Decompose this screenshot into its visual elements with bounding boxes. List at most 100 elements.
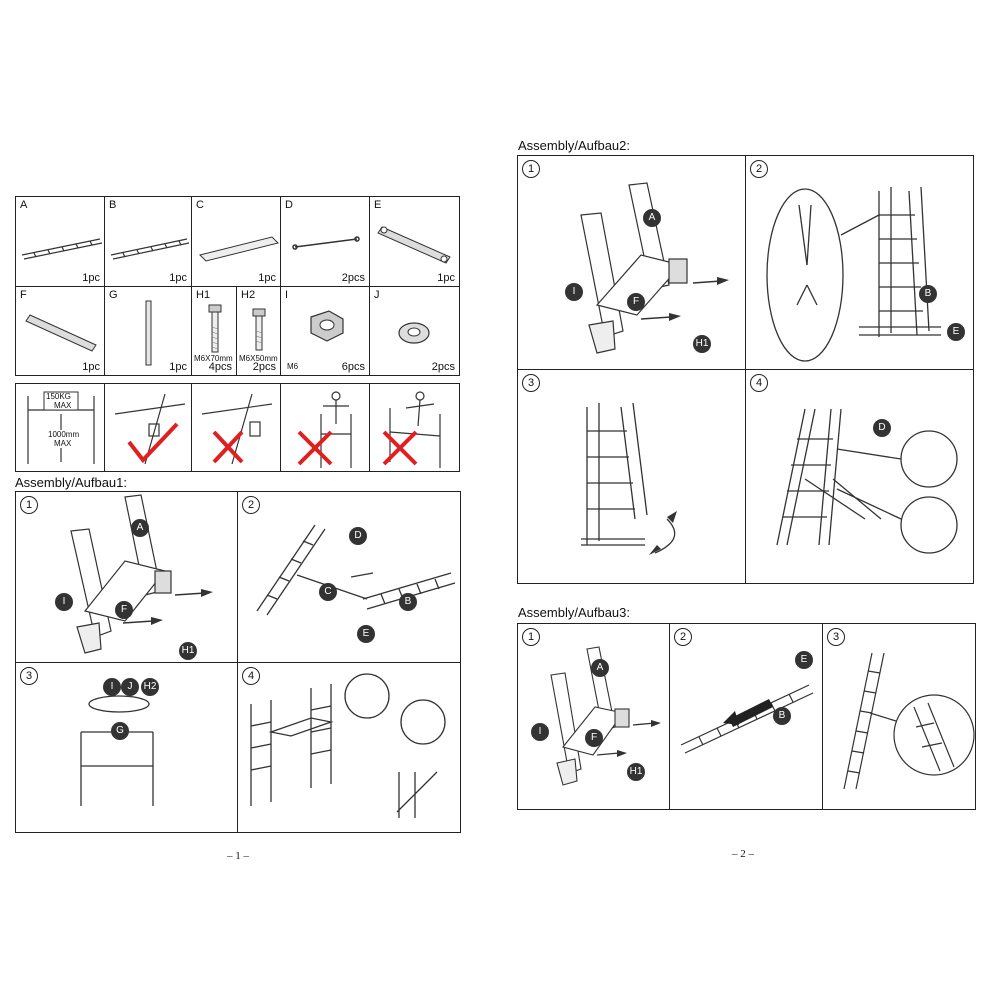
part-qty: 1pc [169, 361, 187, 373]
scaffold-diagram [250, 673, 446, 818]
step-number: 4 [750, 374, 768, 392]
part-callout: D [349, 527, 367, 545]
washer-icon [398, 322, 430, 344]
divider [15, 662, 461, 663]
assembly2-step3: 3 [517, 369, 745, 584]
part-cell-e: E 1pc [369, 196, 460, 287]
part-callout: D [873, 419, 891, 437]
hinge-assembly-diagram [70, 494, 213, 654]
part-callout: I [531, 723, 549, 741]
part-callout: A [591, 659, 609, 677]
warning-no-standing [280, 383, 370, 472]
brace-install-diagram [776, 408, 958, 554]
part-qty: 2pcs [341, 272, 365, 284]
cross-mark-icon [201, 393, 273, 465]
part-cell-j: J 2pcs [369, 286, 460, 376]
part-qty: 2pcs [252, 361, 276, 373]
assembly2-step4: 4 D [745, 369, 974, 584]
part-callout: C [319, 583, 337, 601]
assembly3-step3: 3 [822, 623, 976, 810]
part-letter: G [109, 289, 118, 301]
part-letter: D [285, 199, 293, 211]
stabilizer-bar-icon [377, 226, 451, 264]
part-callout: B [773, 707, 791, 725]
part-letter: B [109, 199, 117, 211]
part-callout: G [111, 722, 129, 740]
part-cell-a: A 1pc [15, 196, 105, 287]
part-callout: I [103, 678, 121, 696]
platform-board-icon [199, 236, 279, 262]
assembly1-step4: 4 [237, 662, 461, 833]
step-number: 3 [522, 374, 540, 392]
step-number: 1 [20, 496, 38, 514]
part-callout: A [131, 519, 149, 537]
divider [517, 369, 974, 370]
vertical-rod-icon [145, 300, 152, 366]
part-letter: H2 [241, 289, 256, 301]
part-letter: C [196, 199, 204, 211]
ladder-extend-diagram [680, 684, 814, 754]
part-cell-c: C 1pc [191, 196, 281, 287]
assembly2-title: Assembly/Aufbau2: [518, 138, 631, 153]
part-size: M6X70mm [194, 354, 233, 363]
assembly2-step2: 2 B E [745, 155, 974, 369]
part-callout: F [115, 601, 133, 619]
part-cell-h1: H1 M6X70mm 4pcs [191, 286, 237, 376]
brace-rod-icon [292, 236, 360, 250]
part-callout: I [565, 283, 583, 301]
part-callout: I [55, 593, 73, 611]
step-number: 2 [674, 628, 692, 646]
straight-ladder-diagram [843, 652, 975, 790]
step-number: 3 [20, 667, 38, 685]
step-number: 2 [242, 496, 260, 514]
divider [822, 623, 823, 810]
part-callout: H2 [141, 678, 159, 696]
divider [669, 623, 670, 810]
part-callout: E [947, 323, 965, 341]
height-label: 1000mm [48, 430, 80, 439]
part-letter: I [285, 289, 289, 301]
load-max-label: MAX [54, 401, 72, 410]
cross-mark-icon [297, 391, 352, 468]
part-cell-i: I M6 6pcs [280, 286, 370, 376]
assembly1-step1: 1 A I F H1 [15, 491, 237, 662]
step-number: 1 [522, 160, 540, 178]
part-callout: F [627, 293, 645, 311]
part-callout: H1 [627, 763, 645, 781]
part-qty: 2pcs [431, 361, 455, 373]
part-qty: 1pc [82, 272, 100, 284]
warning-load-height: 150KG MAX 1000mm MAX [15, 383, 105, 472]
ladder-section-icon [110, 238, 190, 260]
bolt-icon [252, 308, 266, 351]
part-callout: A [643, 209, 661, 227]
step-number: 3 [827, 628, 845, 646]
step-number: 1 [522, 628, 540, 646]
step-number: 2 [750, 160, 768, 178]
ladder-unfold-diagram [581, 402, 677, 555]
ladder-fold-diagram [256, 524, 456, 616]
assembly1-title: Assembly/Aufbau1: [15, 475, 128, 490]
part-cell-b: B 1pc [104, 196, 192, 287]
assembly1-step2: 2 D C B E [237, 491, 461, 662]
hex-nut-icon [310, 310, 344, 342]
part-callout: H1 [693, 335, 711, 353]
a-frame-diagram [766, 186, 941, 362]
part-cell-f: F 1pc [15, 286, 105, 376]
part-letter: F [20, 289, 27, 301]
step-number: 4 [242, 667, 260, 685]
part-qty: 1pc [258, 272, 276, 284]
hinge-assembly-diagram [580, 182, 729, 354]
part-qty: 1pc [82, 361, 100, 373]
warning-no-leaning [369, 383, 460, 472]
warning-correct-hook [104, 383, 192, 472]
cross-mark-icon [382, 391, 441, 468]
part-callout: E [795, 651, 813, 669]
warning-incorrect-hook [191, 383, 281, 472]
assembly1-step3: 3 I J H2 G [15, 662, 237, 833]
part-callout: B [399, 593, 417, 611]
part-callout: J [121, 678, 139, 696]
assembly3-step2: 2 E B [669, 623, 822, 810]
part-cell-g: G 1pc [104, 286, 192, 376]
part-cell-h2: H2 M6X50mm 2pcs [236, 286, 281, 376]
check-mark-icon [114, 393, 186, 465]
